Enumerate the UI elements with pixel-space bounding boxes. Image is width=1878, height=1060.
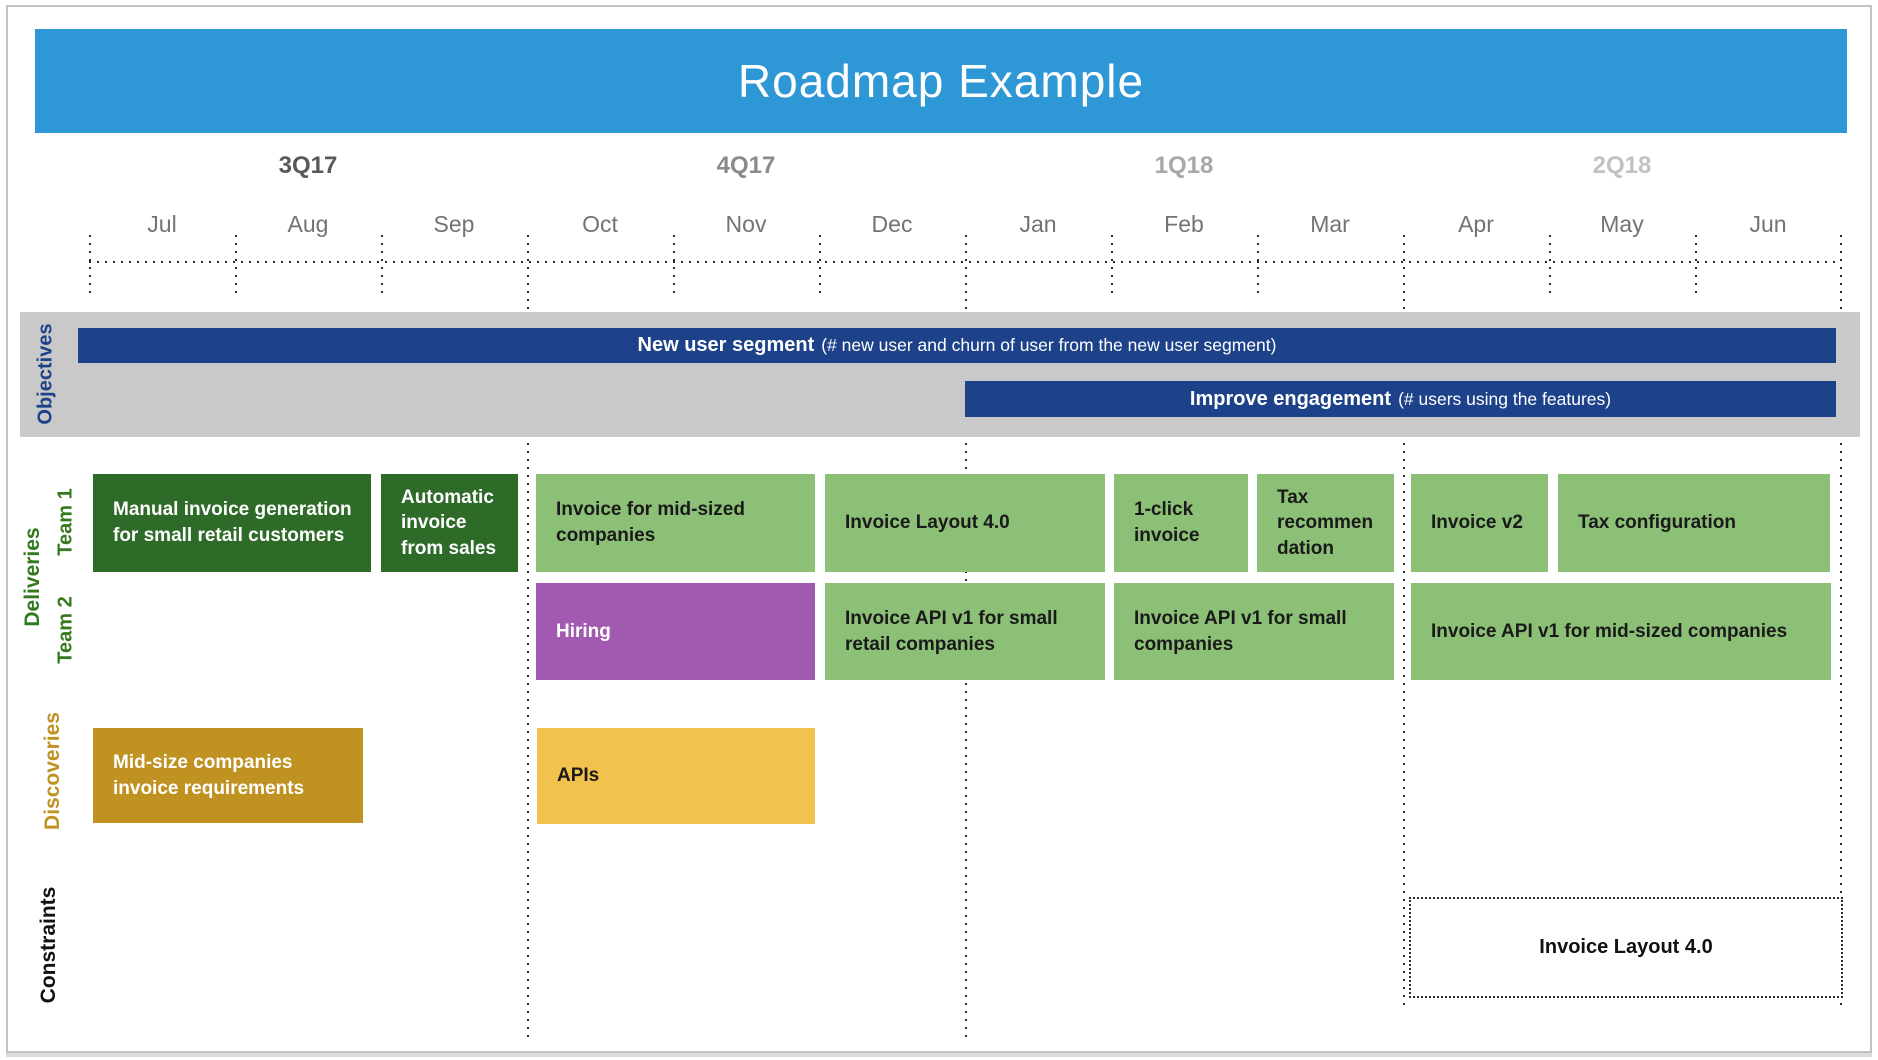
title-bar: Roadmap Example: [35, 29, 1847, 133]
month-tick: [1549, 235, 1551, 295]
delivery-box-1-click-invoice: 1-click invoice: [1114, 474, 1248, 572]
timeline-end-gridline: [1840, 235, 1842, 1009]
month-label-jul: Jul: [147, 211, 177, 237]
delivery-box-hiring: Hiring: [536, 583, 815, 680]
objective-metric: (# new user and churn of user from the n…: [821, 335, 1277, 355]
delivery-box-invoice-layout-40: Invoice Layout 4.0: [825, 474, 1105, 572]
month-label-feb: Feb: [1164, 211, 1204, 237]
month-tick: [1695, 235, 1697, 295]
month-label-may: May: [1600, 211, 1644, 237]
month-label-mar: Mar: [1310, 211, 1350, 237]
month-tick: [381, 235, 383, 295]
month-label-sep: Sep: [433, 211, 475, 237]
delivery-box-tax-configuration: Tax configuration: [1558, 474, 1830, 572]
quarter-label-1q18: 1Q18: [1154, 152, 1214, 179]
month-label-oct: Oct: [582, 211, 618, 237]
month-label-apr: Apr: [1458, 211, 1494, 237]
delivery-box-invoice-v2: Invoice v2: [1411, 474, 1548, 572]
discoveries-row-label: Discoveries: [41, 712, 64, 830]
delivery-box-tax-recommendation: Tax recommen dation: [1257, 474, 1394, 572]
quarter-label-3q17: 3Q17: [278, 152, 338, 179]
month-tick: [1111, 235, 1113, 295]
month-tick: [1257, 235, 1259, 295]
delivery-box-api-v1-small: Invoice API v1 for small companies: [1114, 583, 1394, 680]
constraints-row-label: Constraints: [37, 886, 60, 1004]
month-tick: [235, 235, 237, 295]
slide-page: Roadmap Example 3Q17 4Q17 1Q18 2Q18 Jul …: [6, 5, 1872, 1053]
quarter-label-2q18: 2Q18: [1592, 152, 1652, 179]
delivery-box-invoice-mid-sized: Invoice for mid-sized companies: [536, 474, 815, 572]
team1-row-label: Team 1: [54, 488, 77, 556]
month-tick: [673, 235, 675, 295]
quarter-gridline-apr: [1403, 235, 1405, 1009]
discovery-box-mid-size-requirements: Mid-size companies invoice requirements: [93, 728, 363, 823]
objective-title: New user segment: [637, 334, 815, 356]
month-label-jun: Jun: [1749, 211, 1787, 237]
month-label-jan: Jan: [1019, 211, 1057, 237]
deliveries-row-label: Deliveries: [21, 527, 44, 627]
page-title: Roadmap Example: [737, 55, 1145, 107]
objective-bar-improve-engagement: Improve engagement (# users using the fe…: [965, 381, 1836, 417]
delivery-box-manual-invoice-generation: Manual invoice generation for small reta…: [93, 474, 371, 572]
constraint-box-invoice-layout-40: Invoice Layout 4.0: [1409, 897, 1843, 998]
delivery-box-automatic-invoice: Automatic invoice from sales: [381, 474, 518, 572]
month-tick: [819, 235, 821, 295]
delivery-box-api-v1-small-retail: Invoice API v1 for small retail companie…: [825, 583, 1105, 680]
month-label-aug: Aug: [287, 211, 329, 237]
quarter-label-4q17: 4Q17: [716, 152, 776, 179]
objective-title: Improve engagement: [1189, 387, 1392, 410]
month-label-dec: Dec: [871, 211, 913, 237]
discovery-box-apis: APIs: [537, 728, 815, 824]
quarter-gridline-oct: [527, 235, 529, 1039]
month-tick: [89, 235, 91, 295]
team2-row-label: Team 2: [54, 596, 77, 664]
objective-bar-new-user-segment: New user segment (# new user and churn o…: [78, 328, 1836, 363]
delivery-box-api-v1-mid-sized: Invoice API v1 for mid-sized companies: [1411, 583, 1831, 680]
month-label-nov: Nov: [725, 211, 767, 237]
objective-metric: (# users using the features): [1398, 388, 1612, 409]
objectives-row-label: Objectives: [34, 323, 57, 425]
